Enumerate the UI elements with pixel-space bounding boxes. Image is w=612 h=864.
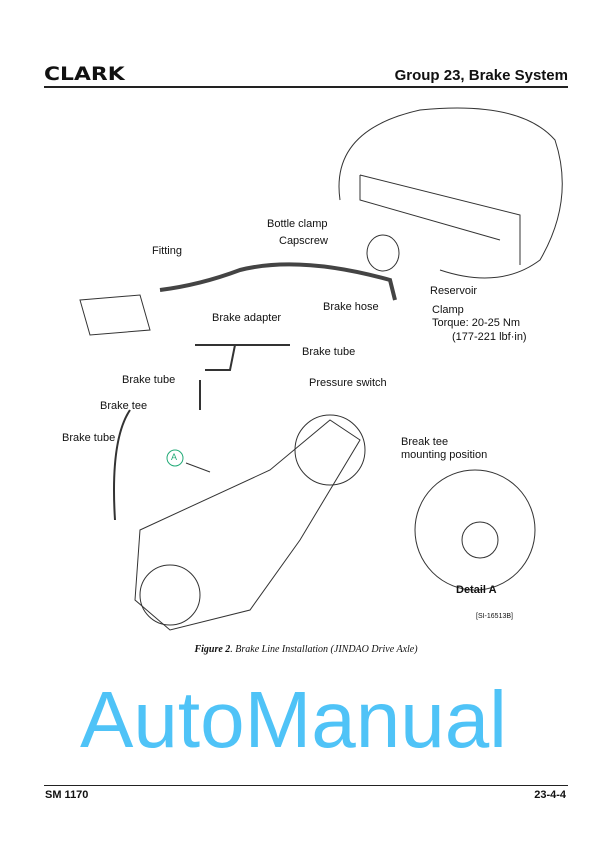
wheel-hub-right-shape [294,414,366,486]
label-capscrew: Capscrew [279,235,328,247]
label-pressure-switch: Pressure switch [309,377,387,389]
clark-logo: CLARK [44,63,125,85]
section-title: Group 23, Brake System [394,67,568,84]
watermark: AutoManual [80,675,507,764]
label-brake-tube: Brake tube [62,432,116,444]
master-cylinder-shape [79,294,151,336]
callout-a-circle [166,449,184,467]
footer-rule [44,785,568,786]
wheel-hub-shape [139,564,201,626]
label-torque: Torque: 20-25 Nm [432,317,521,329]
detail-a-hub-shape [461,521,499,559]
label-bottle-clamp: Bottle clamp [267,218,328,230]
label-fitting: Fitting [152,245,182,257]
detail-a-circle [414,469,536,591]
label-brake-tube: Brake tube [122,374,176,386]
manual-number: SM 1170 [45,789,89,801]
label-brake-hose: Brake hose [323,301,379,313]
caption-text: . Brake Line Installation (JINDAO Drive … [230,644,418,655]
label-brake-tube: Brake tube [302,346,356,358]
figure-caption: Figure 2. Brake Line Installation (JINDA… [0,644,612,655]
label-break-tee: Break tee [401,436,449,448]
label-brake-adapter: Brake adapter [212,312,282,324]
figure-number: Figure 2 [194,644,231,655]
callout-a-label: A [171,452,178,462]
brake-tube-shapes [113,344,290,521]
frame-plate [359,174,521,265]
label-clamp: Clamp [432,304,464,316]
reservoir-shape [366,234,400,272]
header-rule [44,86,568,88]
page-number: 23-4-4 [534,789,566,801]
figure-reference: [SI-16513B] [476,613,513,620]
axle-shape [134,419,361,631]
label-reservoir: Reservoir [430,285,478,297]
callout-a-arrow [185,462,211,473]
detail-bubble-upper [338,107,563,279]
label-mounting-position: mounting position [401,449,488,461]
label-detail-a: Detail A [456,584,497,596]
label-torque-imperial: (177-221 lbf·in) [452,331,527,343]
label-brake-tee: Brake tee [100,400,148,412]
brake-hose-shape [159,262,397,301]
